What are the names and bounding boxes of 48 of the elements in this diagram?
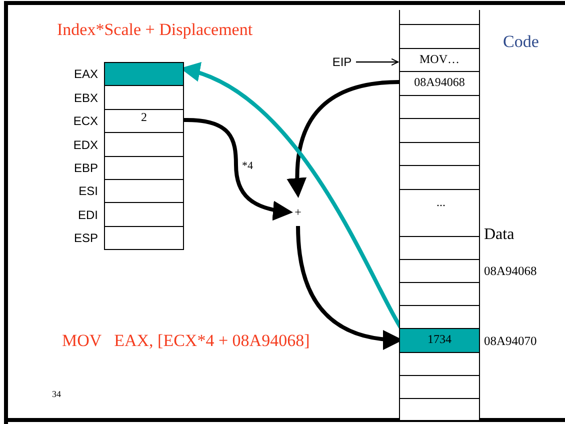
memory-cell: [399, 95, 480, 119]
ellipsis-dots: ...: [436, 196, 442, 208]
pointer-label: EIP: [330, 54, 354, 70]
register-cell: [104, 85, 184, 110]
register-name: ESP: [74, 230, 98, 246]
address-label: 08A94068: [484, 263, 537, 279]
register-name: EDX: [73, 136, 98, 152]
page-number: 34: [52, 389, 61, 399]
slide-title: Index*Scale + Displacement: [57, 20, 253, 40]
memory-cell: [399, 398, 480, 420]
memory-cell: [399, 352, 480, 376]
plus-sign: +: [292, 204, 304, 222]
register-name: EDI: [78, 206, 98, 222]
memory-cell: [399, 24, 480, 49]
register-cell: [104, 62, 184, 86]
register-cell: [104, 226, 184, 250]
memory-cell: [399, 328, 480, 353]
cell-value: 08A94068: [414, 75, 465, 89]
memory-cell: [399, 305, 480, 329]
memory-cell: [399, 10, 480, 25]
cell-value: 1734: [428, 332, 452, 346]
register-name: EBX: [74, 90, 98, 106]
section-label: Data: [484, 226, 514, 244]
memory-cell: [399, 189, 480, 237]
register-cell: [104, 132, 184, 157]
memory-cell: [399, 259, 480, 283]
cell-value: MOV…: [419, 52, 460, 66]
memory-cell: [399, 165, 480, 190]
edge-label: *4: [241, 160, 254, 172]
memory-cell: [399, 142, 480, 166]
register-cell: [104, 156, 184, 180]
address-label: 08A94070: [484, 332, 537, 348]
register-name: EAX: [74, 66, 98, 82]
memory-cell: [399, 375, 480, 399]
register-name: ESI: [78, 183, 98, 199]
instruction-text: MOV EAX, [ECX*4 + 08A94068]: [62, 331, 310, 351]
memory-cell: [399, 118, 480, 143]
register-cell: [104, 202, 184, 227]
memory-cell: [399, 71, 480, 96]
memory-cell: [399, 236, 480, 260]
register-name: ECX: [73, 113, 98, 129]
register-cell: [104, 179, 184, 203]
memory-cell: [399, 282, 480, 306]
register-cell: [104, 109, 184, 133]
memory-cell: [399, 48, 480, 72]
cell-value: 2: [141, 110, 147, 124]
register-name: EBP: [74, 160, 98, 176]
section-label: Code: [503, 32, 539, 52]
